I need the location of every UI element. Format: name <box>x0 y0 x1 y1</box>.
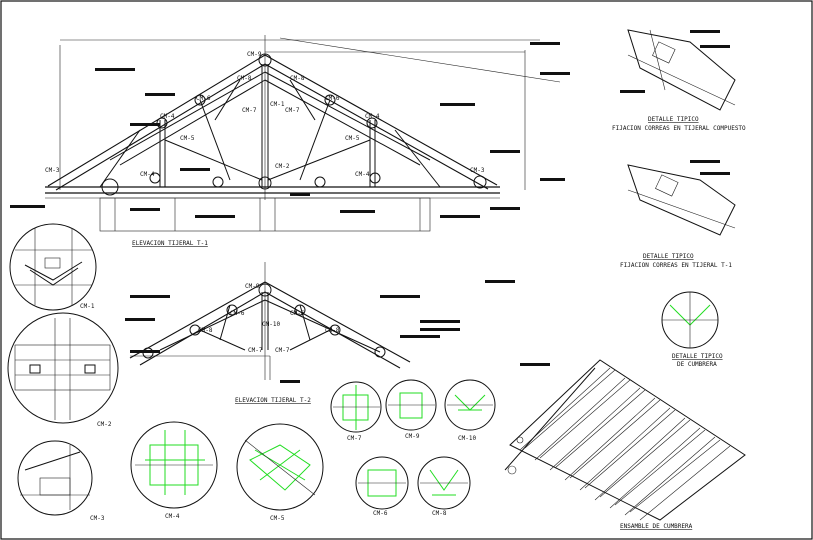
detail-cm9 <box>385 379 437 431</box>
label-cm8-t2a: CM-8 <box>198 327 213 334</box>
detail-ridge-small <box>661 291 719 349</box>
detail-cm4 <box>130 421 218 509</box>
caption-cm4: CM-4 <box>165 513 180 520</box>
label-cm6-t2b: CM-6 <box>290 310 305 317</box>
label-cm9-t1: CM-9 <box>247 51 262 58</box>
label-cm10-t2: CM-10 <box>262 321 280 328</box>
label-cm7-t2a: CM-7 <box>248 347 263 354</box>
label-cm4-t1d: CM-4 <box>355 171 370 178</box>
caption-cm10: CM-10 <box>458 435 476 442</box>
detail-cm3 <box>17 440 93 516</box>
title-detail-mid: DETALLE TIPICO <box>643 253 694 260</box>
detail-cm2 <box>7 312 119 424</box>
detail-cm1 <box>9 223 97 311</box>
caption-cm9: CM-9 <box>405 433 420 440</box>
detail-cm6 <box>355 456 409 510</box>
detail-cm8 <box>417 456 471 510</box>
label-cm6-t2a: CM-6 <box>230 310 245 317</box>
label-cm4-t1b: CM-4 <box>365 113 380 120</box>
caption-cm8: CM-8 <box>432 510 447 517</box>
label-cm2-t1: CM-2 <box>275 163 290 170</box>
label-cm7-t1a: CM-7 <box>242 107 257 114</box>
label-cm5-t1b: CM-5 <box>345 135 360 142</box>
label-cm6-t1a: CM-6 <box>196 95 211 102</box>
title-roof-assembly: ENSAMBLE DE CUMBRERA <box>620 523 693 530</box>
label-cm6-t1b: CM-6 <box>325 95 340 102</box>
label-cm3-t1a: CM-3 <box>45 167 60 174</box>
caption-cm5: CM-5 <box>270 515 285 522</box>
caption-cm2: CM-2 <box>97 421 112 428</box>
caption-cm3: CM-3 <box>90 515 105 522</box>
label-cm9-t2: CM-9 <box>245 283 260 290</box>
label-cm8-t1b: CM-8 <box>290 75 305 82</box>
title-elevation-t2: ELEVACION TIJERAL T-2 <box>235 397 311 404</box>
label-cm1-t1: CM-1 <box>270 101 285 108</box>
label-cm8-t1a: CM-8 <box>237 75 252 82</box>
caption-cm7: CM-7 <box>347 435 362 442</box>
label-cm7-t1b: CM-7 <box>285 107 300 114</box>
label-cm8-t2b: CM-8 <box>325 327 340 334</box>
label-cm4-t1c: CM-4 <box>140 171 155 178</box>
subtitle-detail-small: DE CUMBRERA <box>677 361 717 368</box>
subtitle-detail-top: FIJACION CORREAS EN TIJERAL COMPUESTO <box>612 125 746 132</box>
detail-cm5 <box>236 423 324 511</box>
subtitle-detail-mid: FIJACION CORREAS EN TIJERAL T-1 <box>620 262 732 269</box>
caption-cm6: CM-6 <box>373 510 388 517</box>
truss-t2-elevation <box>125 262 515 383</box>
label-cm7-t2b: CM-7 <box>275 347 290 354</box>
detail-purlin-fixing-mid <box>627 160 736 236</box>
label-cm5-t1a: CM-5 <box>180 135 195 142</box>
detail-purlin-fixing-top <box>620 29 736 111</box>
title-detail-small: DETALLE TIPICO <box>672 353 723 360</box>
title-elevation-t1: ELEVACION TIJERAL T-1 <box>132 240 208 247</box>
roof-sheet-assembly <box>504 359 746 521</box>
detail-cm10 <box>444 379 496 431</box>
detail-cm7 <box>330 381 382 433</box>
label-cm3-t1b: CM-3 <box>470 167 485 174</box>
title-detail-top: DETALLE TIPICO <box>648 116 699 123</box>
truss-t1-elevation <box>10 35 570 232</box>
label-cm4-t1a: CM-4 <box>160 113 175 120</box>
caption-cm1: CM-1 <box>80 303 95 310</box>
